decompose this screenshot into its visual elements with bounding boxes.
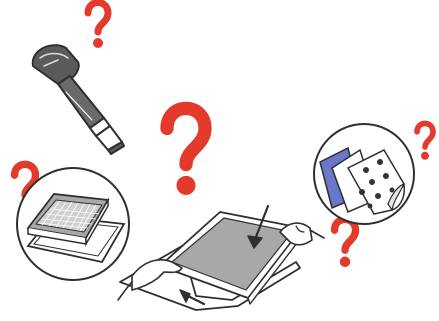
cutting-mat-icon (17, 168, 129, 280)
machine-loading-icon (118, 206, 324, 310)
blade-holder-icon (33, 45, 124, 154)
question-mark-icon (417, 123, 433, 159)
material-sheets-icon (314, 124, 414, 224)
question-mark-icon (335, 219, 356, 266)
question-mark-icon (167, 108, 205, 194)
question-mark-icon (88, 3, 108, 48)
